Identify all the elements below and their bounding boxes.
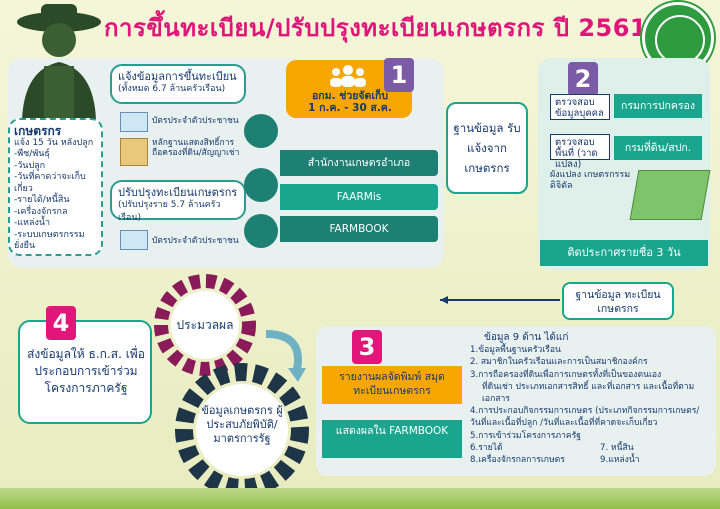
farmer-icon bbox=[17, 4, 101, 122]
farmer-item: -รายได้/หนี้สิน bbox=[14, 195, 70, 205]
step3-number: 3 bbox=[352, 330, 382, 364]
aspect-item: 9.แหล่งน้ำ bbox=[600, 455, 640, 466]
update-label: ปรับปรุงทะเบียนเกษตรกร bbox=[118, 186, 238, 199]
aspect-item: วันที่และเนื้อที่ปลูก /วันที่และเนื้อที่… bbox=[470, 418, 658, 429]
step4-text: ส่งข้อมูลให้ ธ.ก.ส. เพื่อประกอบการเข้าร่… bbox=[27, 347, 145, 395]
channel-office: สำนักงานเกษตรอำเภอ bbox=[280, 150, 438, 176]
digital-map-label: ผังแปลง เกษตรกรรมดิจิตัล bbox=[550, 170, 631, 191]
farmer-info-box: เกษตรกร แจ้ง 15 วัน หลังปลูก -พืช/พันธุ์… bbox=[8, 118, 103, 256]
dept-admin: กรมการปกครอง bbox=[614, 94, 702, 118]
farmer-database: ฐานข้อมูล รับแจ้งจาก เกษตรกร bbox=[446, 102, 528, 194]
step2-number: 2 bbox=[568, 62, 598, 96]
channel-farmbook: FARMBOOK bbox=[280, 216, 438, 242]
faarmis-icon bbox=[244, 168, 278, 202]
registry-database: ฐานข้อมูล ทะเบียนเกษตรกร bbox=[562, 282, 674, 320]
aspects-heading: ข้อมูล 9 ด้าน ได้แก่ bbox=[484, 332, 569, 343]
aspect-item: 4.การประกอบกิจกรรมการเกษตร (ประเภทกิจกรร… bbox=[470, 406, 700, 417]
cycle-arrow-icon bbox=[265, 330, 306, 382]
announce-bar: ติดประกาศรายชื่อ 3 วัน bbox=[540, 240, 708, 266]
step4-box bbox=[18, 320, 152, 424]
people-icon bbox=[330, 65, 366, 87]
aspect-item: 3.การถือครองที่ดินเพื่อการเกษตรทั้งที่เป… bbox=[470, 369, 662, 380]
gear-bottom-label: ข้อมูลเกษตรกร ผู้ประสบภัยพิบัติ/ มาตรการ… bbox=[201, 404, 283, 445]
id-card-icon bbox=[120, 230, 148, 250]
update-sub: (ปรับปรุงราย 5.7 ล้านครัวเรือน) bbox=[118, 200, 221, 223]
report-box: รายงานผลจัดพิมพ์ สมุดทะเบียนเกษตรกร bbox=[322, 366, 462, 404]
register-bubble: แจ้งข้อมูลการขึ้นทะเบียน (ทั้งหมด 6.7 ล้… bbox=[110, 64, 246, 104]
aspect-item: 2. สมาชิกในครัวเรือนและการเป็นสมาชิกองค์… bbox=[470, 357, 648, 368]
farmbook-box: แสดงผลใน FARMBOOK bbox=[322, 420, 462, 458]
farmer-item: -วันที่คาดว่าจะเก็บเกี่ยว bbox=[14, 172, 86, 194]
grass-decoration bbox=[0, 488, 720, 509]
aspect-item: 1.ข้อมูลพื้นฐานครัวเรือน bbox=[470, 345, 561, 356]
farmer-item: -พืช/พันธุ์ bbox=[14, 149, 50, 159]
farmer-item: -เครื่องจักรกล bbox=[14, 206, 68, 217]
farmer-item: -วันปลูก bbox=[14, 160, 46, 171]
aspect-item: 7. หนี้สิน bbox=[600, 442, 634, 453]
update-bubble: ปรับปรุงทะเบียนเกษตรกร (ปรับปรุงราย 5.7 … bbox=[110, 180, 246, 223]
step1-number: 1 bbox=[384, 58, 414, 92]
step4-number: 4 bbox=[46, 306, 76, 340]
aspect-item: 5.การเข้าร่วมโครงการภาครัฐ bbox=[470, 430, 582, 441]
land-deed-icon bbox=[120, 138, 148, 166]
step1-dates: 1 ก.ค. - 30 ส.ค. bbox=[308, 102, 392, 114]
farmer-heading: เกษตรกร bbox=[14, 124, 62, 138]
register-sub: (ทั้งหมด 6.7 ล้านครัวเรือน) bbox=[118, 84, 226, 94]
flow-arrow-icon bbox=[440, 296, 560, 304]
gear-process-icon bbox=[154, 274, 256, 376]
check-area: ตรวจสอบพื้นที่ (วาดแปลง) bbox=[550, 134, 610, 170]
dept-land: กรมที่ดิน/สปก. bbox=[614, 136, 702, 160]
id-card-label-2: บัตรประจำตัวประชาชน bbox=[152, 236, 239, 246]
page-title: การขึ้นทะเบียน/ปรับปรุงทะเบียนเกษตรกร ปี… bbox=[104, 14, 648, 42]
farmer-item: -ระบบเกษตรกรรมยั่งยืน bbox=[14, 229, 85, 252]
step1-text: อกม. ช่วยจัดเก็บ bbox=[312, 90, 388, 102]
farmer-item: แจ้ง 15 วัน หลังปลูก bbox=[14, 137, 94, 148]
id-card-icon bbox=[120, 112, 148, 132]
aspect-item: 6.รายได้ bbox=[470, 442, 503, 453]
id-card-label: บัตรประจำตัวประชาชน bbox=[152, 116, 239, 126]
check-person: ตรวจสอบ ข้อมูลบุคคล bbox=[550, 94, 610, 120]
farmbook-icon bbox=[244, 214, 278, 248]
aspect-item: ที่ดินเช่า ประเภทเอกสารสิทธิ์ และที่เอกส… bbox=[482, 381, 695, 405]
aspect-item: 8.เครื่องจักรกลการเกษตร bbox=[470, 455, 565, 466]
nine-aspects-list: ข้อมูล 9 ด้าน ได้แก่ 1.ข้อมูลพื้นฐานครัว… bbox=[470, 332, 708, 466]
register-label: แจ้งข้อมูลการขึ้นทะเบียน bbox=[118, 70, 237, 83]
gear-farmer-data-icon bbox=[175, 363, 309, 497]
step2-panel bbox=[538, 58, 710, 270]
channel-faarmis: FAARMis bbox=[280, 184, 438, 210]
land-docs-label: หลักฐานแสดงสิทธิ์การถือครองที่ดิน/สัญญาเ… bbox=[152, 138, 240, 158]
office-icon bbox=[244, 114, 278, 148]
map-grid-icon bbox=[629, 170, 711, 220]
farmer-item: -แหล่งน้ำ bbox=[14, 218, 51, 228]
gear-top-label: ประมวลผล bbox=[176, 318, 234, 332]
